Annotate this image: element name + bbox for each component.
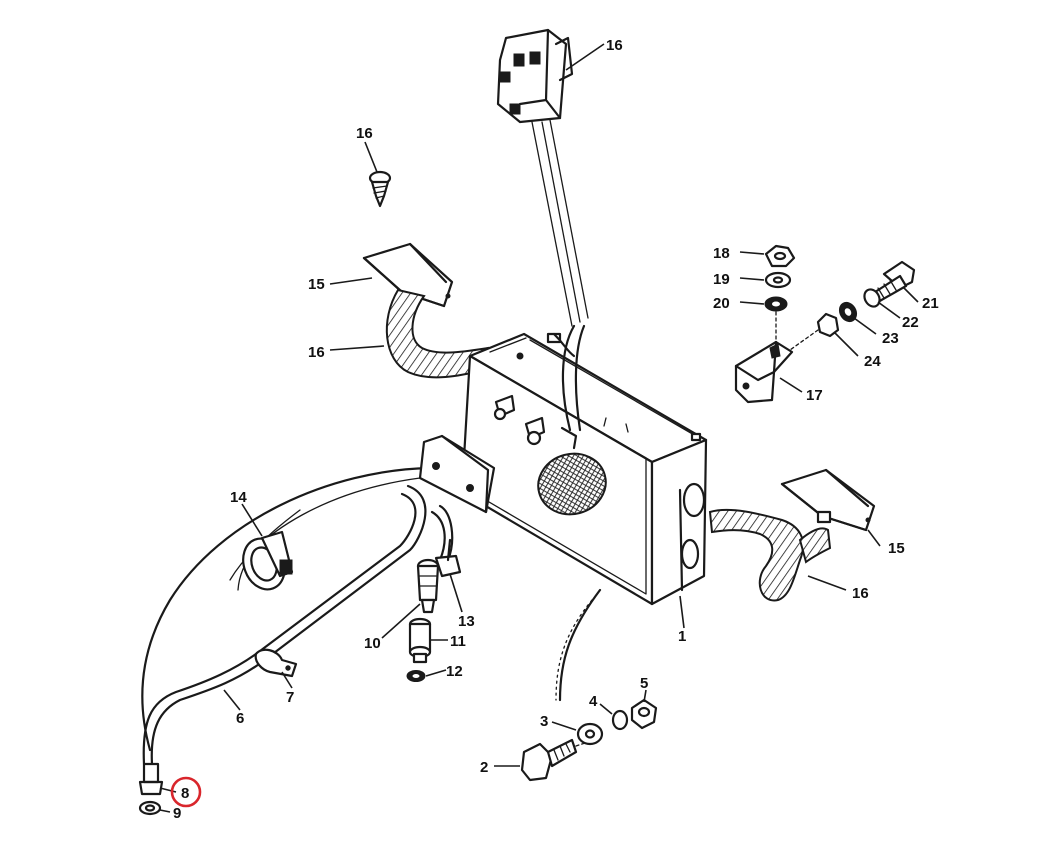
fitting-8 <box>138 762 164 796</box>
callout-8: 8 <box>181 785 189 802</box>
mounting-panel-lines <box>141 466 432 752</box>
callout-2: 2 <box>480 759 488 776</box>
callout-23: 21 <box>922 295 939 312</box>
bolt-axis <box>789 329 819 351</box>
callout-22: 20 <box>713 295 730 312</box>
sleeve-11 <box>408 617 432 664</box>
nut-20 <box>764 244 796 268</box>
washer-4 <box>611 709 629 731</box>
callout-16-right: 16 <box>852 585 869 602</box>
bracket-19 <box>734 340 794 404</box>
callout-14: 14 <box>230 489 247 506</box>
pipe-6 <box>142 484 454 766</box>
callout-10: 10 <box>364 635 381 652</box>
clip-7 <box>254 648 298 678</box>
vent-outlet-15-right <box>780 468 876 532</box>
callout-19: 17 <box>806 387 823 404</box>
switch-18 <box>496 28 574 124</box>
mounting-panel-lines-3 <box>558 588 602 702</box>
washer-21 <box>764 271 792 289</box>
callout-1: 1 <box>678 628 686 645</box>
nut-26 <box>816 312 840 338</box>
wire-harness <box>531 119 589 327</box>
callout-21: 19 <box>713 271 730 288</box>
callout-9: 9 <box>173 805 181 822</box>
callout-16-left: 16 <box>308 344 325 361</box>
hose-clamp-14 <box>242 530 294 591</box>
highlight-ring-8 <box>170 776 202 808</box>
callout-17: 16 <box>356 125 373 142</box>
flex-duct-16-right-b <box>798 527 832 564</box>
callout-12: 12 <box>446 663 463 680</box>
callout-20: 18 <box>713 245 730 262</box>
washer-22 <box>764 296 788 312</box>
callout-25: 23 <box>882 330 899 347</box>
callout-5: 5 <box>640 675 648 692</box>
flex-duct-16-right <box>708 508 805 602</box>
callout-numbers: 16 16 15 16 18 19 20 21 22 23 24 17 14 1… <box>173 37 939 822</box>
callout-15-left: 15 <box>308 276 325 293</box>
washer-3 <box>576 722 604 746</box>
valve-10 <box>416 558 440 614</box>
bolt-2 <box>520 738 578 782</box>
callout-13: 13 <box>458 613 475 630</box>
callout-4: 4 <box>589 693 598 710</box>
washer-9 <box>138 800 162 816</box>
leader-lines <box>159 43 919 813</box>
mounting-block <box>418 434 496 514</box>
heater-unit-1 <box>460 324 708 606</box>
spring-washer-25 <box>838 301 858 323</box>
washer-12 <box>406 670 426 682</box>
callout-3: 3 <box>540 713 548 730</box>
washer-24 <box>863 288 881 308</box>
mounting-panel-dots <box>555 599 593 701</box>
elbow-13 <box>434 538 462 578</box>
callout-11: 11 <box>450 633 466 650</box>
callout-26: 24 <box>864 353 881 370</box>
screw-17 <box>368 170 392 208</box>
callout-18: 16 <box>606 37 623 54</box>
callout-7: 7 <box>286 689 294 706</box>
callout-15-right: 15 <box>888 540 905 557</box>
nut-5 <box>630 698 658 730</box>
callout-6: 6 <box>236 710 244 727</box>
callout-24: 22 <box>902 314 919 331</box>
